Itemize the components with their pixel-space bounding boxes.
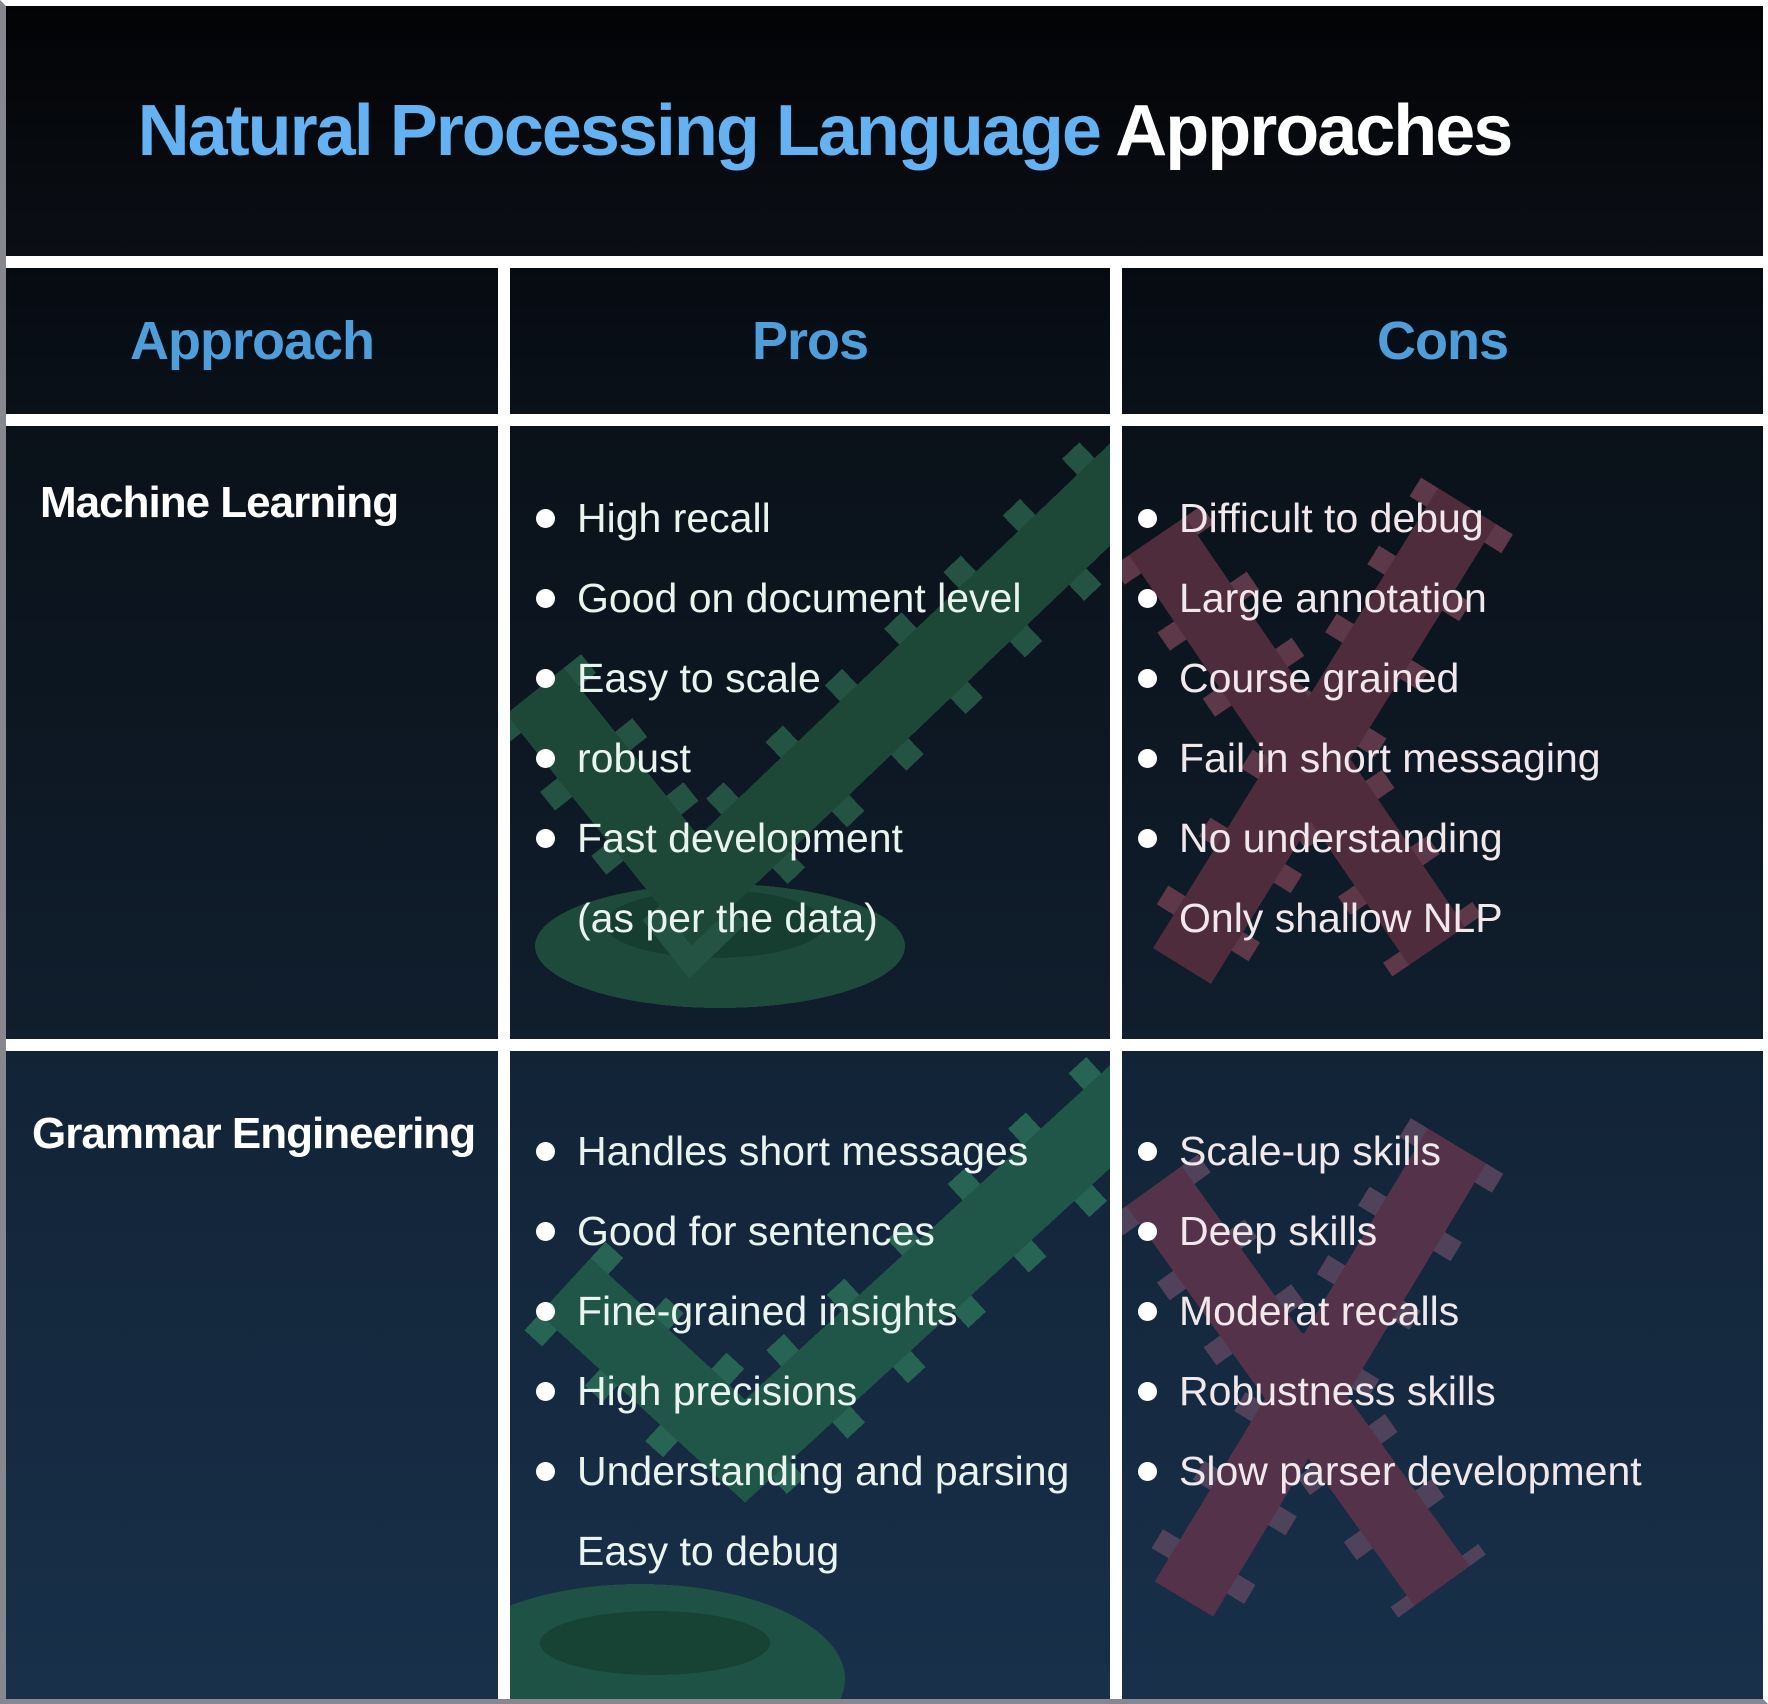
bullet-dot-icon <box>536 1221 555 1241</box>
title-highlight: Natural Processing Language <box>137 91 1102 171</box>
title-bar: Natural Processing Language Approaches <box>6 6 1763 256</box>
check-shadow-inner-ellipse <box>540 1611 770 1675</box>
list-item-text: Easy to scale <box>577 654 821 701</box>
approach-label: Grammar Engineering <box>32 1109 476 1158</box>
list-item-text: Fine-grained insights <box>577 1287 958 1334</box>
column-header-approach: Approach <box>6 268 498 414</box>
list-item: Understanding and parsing <box>536 1431 1104 1511</box>
list-item: Only shallow NLP <box>1138 878 1757 958</box>
list-item-text: Deep skills <box>1179 1207 1378 1254</box>
approach-label: Machine Learning <box>40 478 399 527</box>
list-item: Good for sentences <box>536 1191 1104 1271</box>
bullet-dot-icon <box>1138 668 1157 688</box>
list-item-text: Good on document level <box>577 574 1022 621</box>
column-header-pros: Pros <box>510 268 1110 414</box>
list-item-text: High precisions <box>577 1367 858 1414</box>
list-item: Fine-grained insights <box>536 1271 1104 1351</box>
list-item-text: (as per the data) <box>577 894 878 941</box>
list-item-text: Scale-up skills <box>1179 1127 1442 1174</box>
list-item: High precisions <box>536 1351 1104 1431</box>
list-item-text: Large annotation <box>1179 574 1487 621</box>
cross-icon <box>1122 477 1513 995</box>
approach-cell-grammar-engineering: Grammar Engineering <box>6 1051 498 1699</box>
bullet-dot-icon <box>536 828 555 848</box>
list-item: Moderat recalls <box>1138 1271 1757 1351</box>
list-item: Deep skills <box>1138 1191 1757 1271</box>
checkmark-icon <box>510 1051 1110 1699</box>
bullet-dot-icon <box>536 668 555 688</box>
list-item: Easy to scale <box>536 638 1104 718</box>
list-item: Course grained <box>1138 638 1757 718</box>
bullet-dot-icon <box>536 1461 555 1481</box>
bullet-dot-icon <box>536 1141 555 1161</box>
list-item-text: Fail in short messaging <box>1179 734 1601 781</box>
list-item-text: Robustness skills <box>1179 1367 1496 1414</box>
column-header-pros-label: Pros <box>751 311 869 371</box>
list-item-text: robust <box>577 734 691 781</box>
list-item: No understanding <box>1138 798 1757 878</box>
list-item-text: Difficult to debug <box>1179 494 1484 541</box>
approach-cell-machine-learning: Machine Learning <box>6 426 498 1039</box>
list-item-text: Handles short messages <box>577 1127 1029 1174</box>
bullet-dot-icon <box>1138 1381 1157 1401</box>
list-item: (as per the data) <box>536 878 1104 958</box>
bullet-dot-icon <box>536 1381 555 1401</box>
list-item-text: Slow parser development <box>1179 1447 1642 1494</box>
bullet-dot-icon <box>1138 1141 1157 1161</box>
bullet-dot-icon <box>536 508 555 528</box>
list-item: Slow parser development <box>1138 1431 1757 1511</box>
list-item: Easy to debug <box>536 1511 1104 1591</box>
checkmark-icon <box>510 426 1110 1008</box>
list-item-text: No understanding <box>1179 814 1503 861</box>
bullet-dot-icon <box>1138 1221 1157 1241</box>
bullet-dot-icon <box>1138 588 1157 608</box>
list-item-text: High recall <box>577 494 771 541</box>
list-item: Handles short messages <box>536 1111 1104 1191</box>
list-item-text: Good for sentences <box>577 1207 935 1254</box>
list-item: Fail in short messaging <box>1138 718 1757 798</box>
list-item: Large annotation <box>1138 558 1757 638</box>
bullet-dot-icon <box>1138 1461 1157 1481</box>
list-item: Good on document level <box>536 558 1104 638</box>
list-item: Difficult to debug <box>1138 478 1757 558</box>
bullet-dot-icon <box>1138 748 1157 768</box>
list-item-text: Course grained <box>1179 654 1460 701</box>
list-item: Fast development <box>536 798 1104 878</box>
bullet-dot-icon <box>536 588 555 608</box>
column-header-cons-label: Cons <box>1377 311 1509 371</box>
page-title: Natural Processing Language Approaches <box>137 90 1514 172</box>
bullet-dot-icon <box>1138 828 1157 848</box>
bullet-dot-icon <box>536 1301 555 1321</box>
column-header-approach-label: Approach <box>129 311 375 371</box>
list-item: High recall <box>536 478 1104 558</box>
column-header-cons: Cons <box>1122 268 1763 414</box>
list-item-text: Understanding and parsing <box>577 1447 1070 1494</box>
list-item-text: Fast development <box>577 814 903 861</box>
bullet-dot-icon <box>1138 1301 1157 1321</box>
title-rest: Approaches <box>1099 91 1513 171</box>
bullet-dot-icon <box>1138 508 1157 528</box>
cross-icon <box>1122 1118 1504 1627</box>
list-item: Robustness skills <box>1138 1351 1757 1431</box>
list-item-text: Moderat recalls <box>1179 1287 1460 1334</box>
list-item-text: Only shallow NLP <box>1179 894 1503 941</box>
list-item-text: Easy to debug <box>577 1527 840 1574</box>
list-item: robust <box>536 718 1104 798</box>
bullet-dot-icon <box>536 748 555 768</box>
list-item: Scale-up skills <box>1138 1111 1757 1191</box>
